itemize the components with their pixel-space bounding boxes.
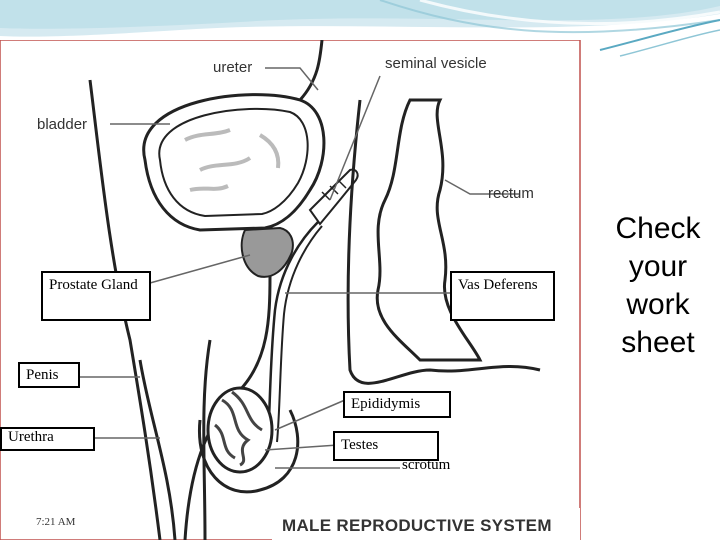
ureter-tube <box>298 40 324 102</box>
ureter-label: ureter <box>213 59 252 76</box>
urethra-text: Urethra <box>8 429 54 445</box>
epididymis-text: Epididymis <box>351 396 421 412</box>
side-note: Check your work sheet <box>596 210 720 362</box>
pointer-lines <box>80 67 520 469</box>
penis-outline <box>138 339 212 540</box>
side-note-line-2: your <box>628 250 688 283</box>
testes-text: Testes <box>341 437 379 453</box>
testes-box: Testes <box>333 431 439 461</box>
vas-deferens-text: Vas Deferens <box>458 277 538 293</box>
bladder-label: bladder <box>37 116 87 133</box>
penis-text: Penis <box>26 367 59 383</box>
testis-shape <box>206 386 274 474</box>
prostate-gland-box: Prostate Gland <box>41 271 151 321</box>
footer-time: 7:21 AM <box>36 516 76 528</box>
side-note-line-1: Check <box>615 212 701 245</box>
scrotum-outline <box>197 409 300 494</box>
scrotum-text: scrotum <box>402 457 451 473</box>
penis-box: Penis <box>18 362 80 388</box>
posterior-outline <box>346 99 541 385</box>
rectum-shape <box>375 98 483 362</box>
side-note-line-3: work <box>626 288 690 321</box>
bladder-shape <box>142 93 326 232</box>
diagram-title: MALE REPRODUCTIVE SYSTEM <box>282 516 552 535</box>
rectum-label: rectum <box>488 185 534 202</box>
vas-deferens-box: Vas Deferens <box>450 271 555 321</box>
epididymis-box: Epididymis <box>343 391 451 418</box>
prostate-gland-text: Prostate Gland <box>49 277 138 293</box>
urethra-box: Urethra <box>0 427 95 451</box>
side-note-line-4: sheet <box>621 326 695 359</box>
body-outline <box>88 79 162 540</box>
seminal-vesicle-label: seminal vesicle <box>385 55 487 72</box>
